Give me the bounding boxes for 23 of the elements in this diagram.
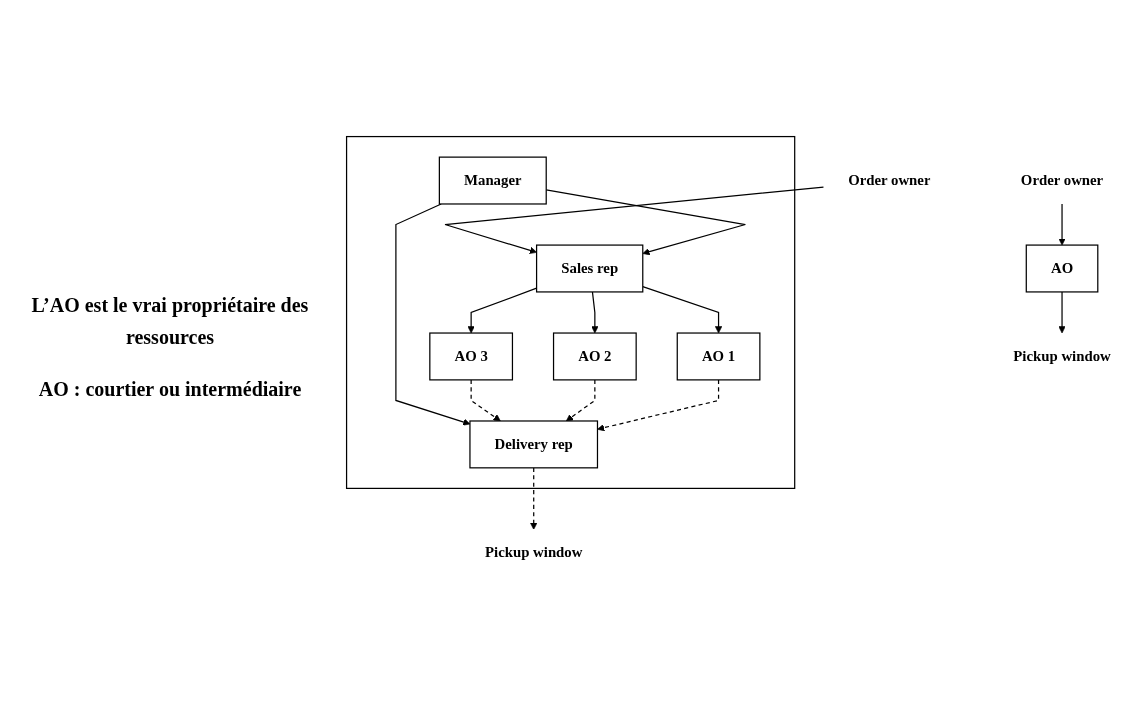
arrow (1058, 291, 1066, 334)
node-box: Manager (438, 156, 547, 205)
arrow (565, 379, 596, 422)
arrow (597, 379, 720, 432)
node-box: AO 3 (429, 332, 514, 381)
arrow (530, 467, 538, 530)
note-text: L’AO est le vrai propriétaire des ressources (30, 292, 310, 350)
node-box: AO 1 (676, 332, 761, 381)
arrow (642, 286, 723, 334)
arrow (591, 291, 599, 334)
arrow (470, 379, 501, 422)
note-text: AO : courtier ou intermédiaire (37, 376, 303, 402)
node-box: AO 2 (552, 332, 637, 381)
arrow (1058, 203, 1066, 246)
arrow (444, 186, 825, 254)
node-box: Delivery rep (469, 420, 599, 469)
cluster (345, 136, 796, 490)
node-text: Order owner (1020, 171, 1104, 189)
node-text: Pickup window (1013, 347, 1111, 365)
node-text: Order owner (848, 171, 931, 189)
node-text: Pickup window (485, 544, 583, 561)
node-box: Sales rep (535, 244, 644, 293)
node-box: AO (1025, 244, 1099, 293)
